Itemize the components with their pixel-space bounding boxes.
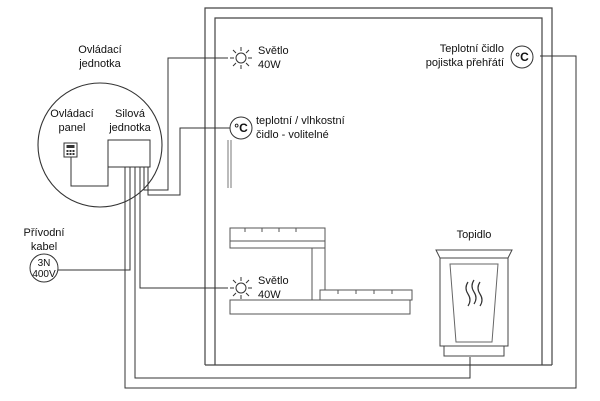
wiring	[56, 55, 577, 389]
keypad-icon	[63, 142, 78, 158]
control-panel-label-line2: panel	[59, 122, 86, 134]
temp-sensor: Teplotní čidlo pojistka přehřátí °C	[426, 43, 534, 69]
thermometer-celsius-icon: °C	[229, 116, 253, 140]
heat-wave-icon	[465, 279, 483, 307]
light-top-label-line1: Světlo	[258, 45, 289, 57]
thermometer-celsius-icon: °C	[510, 45, 534, 69]
control-unit-circle	[37, 82, 163, 208]
heater: Topidlo	[435, 229, 513, 357]
supply-spec-line2: 400V	[32, 269, 56, 280]
control-unit-label-line2: jednotka	[78, 58, 121, 70]
sun-lamp-icon	[230, 47, 252, 69]
supply-spec-line1: 3N	[38, 258, 51, 269]
sun-lamp-icon	[230, 277, 252, 299]
svg-text:°C: °C	[515, 50, 529, 64]
humidity-sensor-label-line2: čidlo - volitelné	[256, 129, 329, 141]
control-unit-label-line1: Ovládací	[78, 44, 121, 56]
supply-cable: Přívodní kabel 3N 400V	[24, 227, 65, 283]
humidity-sensor: °C teplotní / vlhkostní čidlo - voliteln…	[227, 115, 345, 188]
light-bottom: Světlo 40W	[230, 275, 289, 301]
temp-sensor-label-line2: pojistka přehřátí	[426, 57, 504, 69]
power-unit-label-line2: jednotka	[108, 122, 151, 134]
supply-cable-label-line1: Přívodní	[24, 227, 65, 239]
light-bottom-label-line1: Světlo	[258, 275, 289, 287]
supply-spec-circle	[29, 253, 59, 283]
heater-label: Topidlo	[457, 229, 492, 241]
control-unit: Ovládací jednotka Ovládací panel Silová …	[37, 44, 163, 208]
humidity-sensor-label-line1: teplotní / vlhkostní	[256, 115, 345, 127]
svg-text:°C: °C	[234, 121, 248, 135]
lower-bench	[229, 289, 413, 315]
power-unit-label-line1: Silová	[115, 108, 146, 120]
light-bottom-label-line2: 40W	[258, 289, 281, 301]
sauna-room	[204, 7, 553, 366]
power-unit-box	[107, 139, 151, 168]
light-top: Světlo 40W	[230, 45, 289, 71]
light-top-label-line2: 40W	[258, 59, 281, 71]
supply-cable-label-line2: kabel	[31, 241, 57, 253]
temp-sensor-label-line1: Teplotní čidlo	[440, 43, 504, 55]
control-panel-label-line1: Ovládací	[50, 108, 93, 120]
